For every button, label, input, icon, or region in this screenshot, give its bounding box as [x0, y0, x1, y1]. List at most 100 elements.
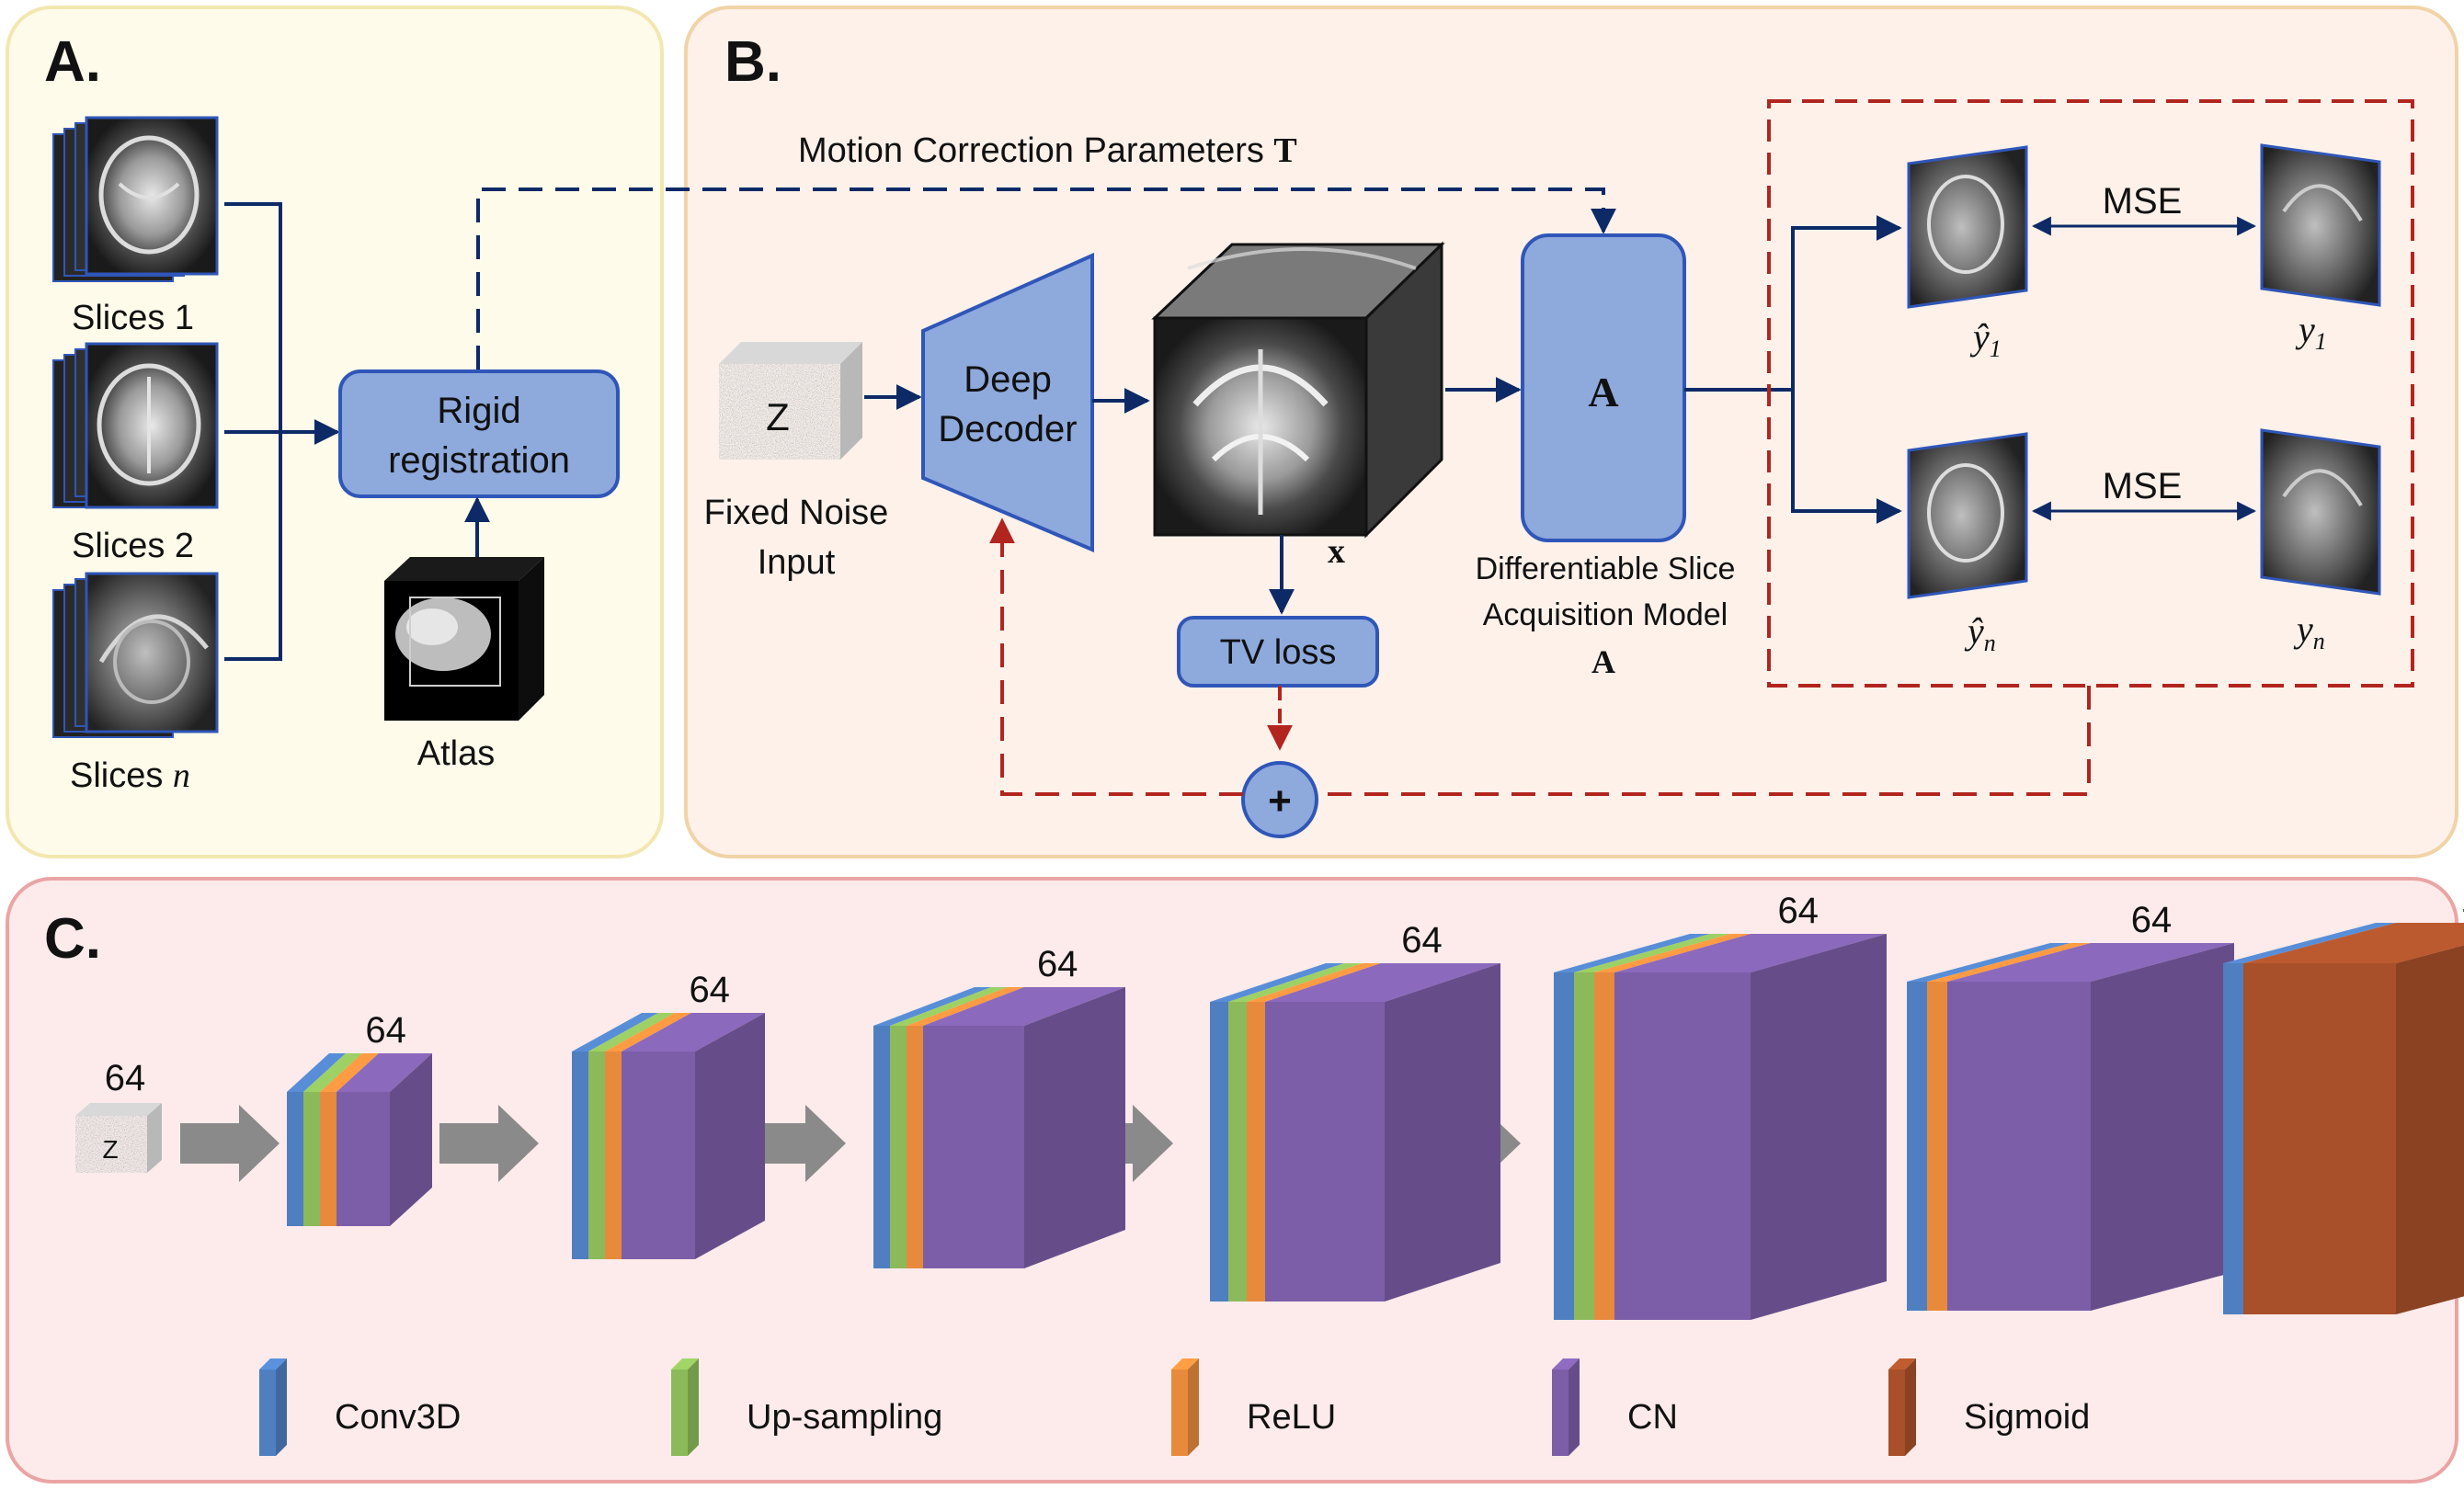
block-5-conv-front — [1554, 972, 1574, 1320]
legend-swatch-front — [259, 1370, 276, 1456]
branch-arrow-top — [1791, 215, 1902, 390]
block-3-cn-side — [1024, 987, 1125, 1268]
fixed-noise-line2: Input — [758, 543, 836, 582]
block-5-conv-top — [1554, 934, 1710, 972]
block-4-cn-side — [1385, 963, 1500, 1301]
block-6-cn-side — [2091, 943, 2234, 1311]
block-3-cn-top — [923, 987, 1125, 1026]
observed-slice-1 — [2260, 143, 2381, 307]
tv-loss-label: TV loss — [1220, 633, 1337, 672]
panel-c-tag: C. — [44, 907, 101, 971]
legend-swatch-top — [259, 1358, 287, 1370]
block-5: 64 — [1554, 891, 1887, 1320]
block-1-conv-top — [287, 1053, 346, 1092]
block-1-up-top — [303, 1053, 362, 1092]
legend-swatch-top — [1888, 1358, 1916, 1370]
block-7: 1 — [2223, 880, 2464, 1314]
legend-swatch-front — [671, 1370, 688, 1456]
predicted-slice-1-label: ŷ1 — [1969, 316, 2002, 362]
panel-b: B. Motion Correction Parameters T Z Fixe… — [476, 6, 2458, 858]
block-4-up-top — [1228, 963, 1363, 1002]
block-5-up-front — [1574, 972, 1594, 1320]
block-5-cn-front — [1614, 972, 1751, 1320]
block-7-sigmoid-front — [2243, 963, 2396, 1314]
slices-1-label: Slices 1 — [72, 299, 194, 337]
architecture-blocks: 6464646464641 — [180, 880, 2464, 1320]
legend-item-relu: ReLU — [1171, 1358, 1336, 1456]
block-2-conv-top — [572, 1013, 658, 1051]
observed-slice-n-label: yn — [2293, 608, 2325, 654]
block-6: 64 — [1907, 900, 2234, 1311]
block-7-conv-front — [2223, 963, 2243, 1314]
block-1-relu-front — [320, 1092, 337, 1226]
legend-swatch-side — [1905, 1358, 1916, 1456]
input-noise-symbol: Z — [102, 1135, 118, 1164]
legend-swatch-side — [688, 1358, 699, 1456]
deep-decoder-line1: Deep — [964, 359, 1052, 400]
block-4-conv-front — [1210, 1002, 1228, 1301]
volume-symbol: x — [1328, 532, 1345, 571]
legend-swatch-front — [1171, 1370, 1188, 1456]
panel-c: C. Z 64 6464646464641 Conv3DUp-samplingR… — [6, 877, 2464, 1483]
legend-label-up: Up-sampling — [747, 1398, 942, 1437]
rigid-registration-line2: registration — [388, 440, 570, 481]
block-2-relu-front — [605, 1051, 622, 1259]
block-6-cn-top — [1947, 943, 2234, 982]
acquisition-model-line1: Differentiable Slice — [1476, 551, 1736, 586]
block-4-relu-front — [1247, 1002, 1265, 1301]
panel-b-tag: B. — [724, 30, 781, 94]
block-4-channel-count: 64 — [1401, 920, 1443, 960]
block-3-conv-front — [873, 1026, 890, 1268]
block-3: 64 — [873, 944, 1125, 1268]
block-5-channel-count: 64 — [1777, 891, 1819, 931]
block-2-cn-side — [695, 1013, 765, 1259]
block-1-conv-front — [287, 1092, 303, 1226]
fixed-noise-line1: Fixed Noise — [704, 494, 889, 532]
block-3-relu-front — [907, 1026, 923, 1268]
observed-slice-1-label: y1 — [2295, 309, 2327, 355]
slices-n-label: Slices n — [70, 756, 190, 795]
legend-item-up: Up-sampling — [671, 1358, 942, 1456]
block-6-conv-top — [1907, 943, 2070, 982]
slices-2-label: Slices 2 — [72, 527, 194, 565]
block-7-conv-top — [2223, 923, 2396, 963]
block-5-relu-front — [1594, 972, 1614, 1320]
stage-arrow-2 — [439, 1105, 539, 1182]
slice-stack-2 — [52, 342, 219, 509]
predicted-slice-n — [1907, 432, 2028, 599]
predicted-slice-1 — [1907, 145, 2028, 309]
block-2-cn-front — [622, 1051, 695, 1259]
slice-stack-1 — [52, 116, 219, 282]
legend-swatch-front — [1888, 1370, 1905, 1456]
block-1-relu-top — [320, 1053, 379, 1092]
block-2-up-front — [588, 1051, 605, 1259]
legend-swatch-side — [1188, 1358, 1199, 1456]
block-4-relu-top — [1247, 963, 1381, 1002]
input-noise-cube — [75, 1103, 162, 1173]
block-6-channel-count: 64 — [2131, 900, 2173, 940]
block-1-channel-count: 64 — [365, 1010, 406, 1051]
legend-item-sigmoid: Sigmoid — [1888, 1358, 2090, 1456]
block-3-channel-count: 64 — [1037, 944, 1078, 984]
acquisition-model-symbol: A — [1588, 369, 1618, 415]
block-7-channel-count: 1 — [2460, 880, 2464, 920]
legend-label-cn: CN — [1627, 1398, 1678, 1437]
noise-cube — [719, 342, 862, 460]
block-1-up-front — [303, 1092, 320, 1226]
legend-swatch-side — [276, 1358, 287, 1456]
loss-sum-node — [1241, 761, 1318, 838]
legend-swatch-top — [1171, 1358, 1199, 1370]
acquisition-model-symbol-2: A — [1591, 643, 1615, 680]
block-4-up-front — [1228, 1002, 1247, 1301]
block-1-cn-top — [337, 1053, 432, 1092]
motion-correction-label: Motion Correction Parameters T — [798, 131, 1297, 170]
noise-symbol: Z — [766, 395, 790, 438]
block-6-cn-front — [1947, 982, 2091, 1311]
block-2-conv-front — [572, 1051, 588, 1259]
rigid-registration-box — [338, 369, 620, 498]
legend-item-cn: CN — [1552, 1358, 1678, 1456]
block-3-relu-top — [907, 987, 1024, 1026]
mse-top-label: MSE — [2103, 181, 2183, 222]
